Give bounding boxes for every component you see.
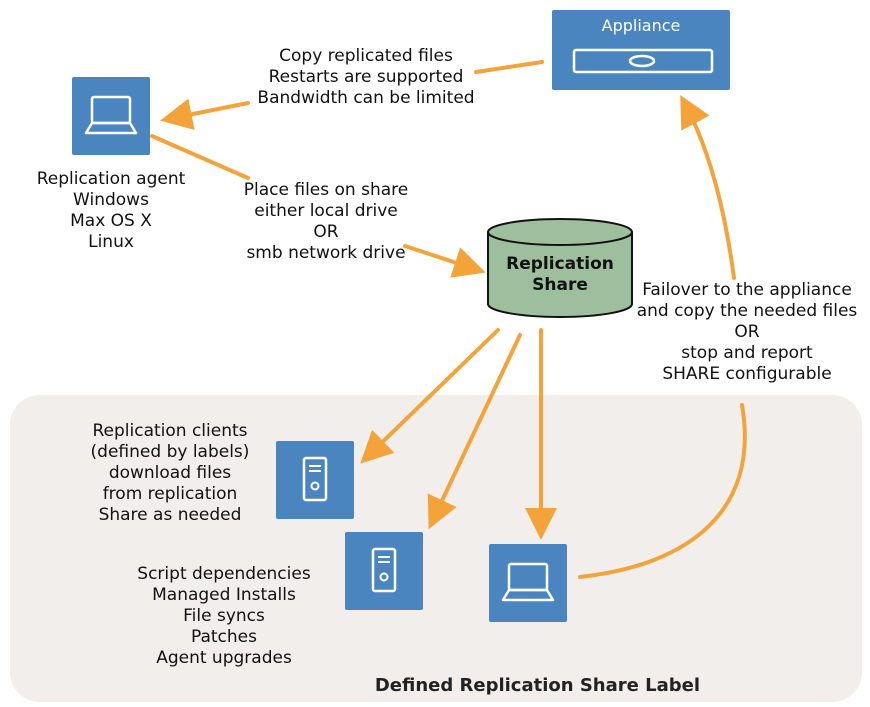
note-line: Place files on share <box>243 180 409 200</box>
arrow-failover-to-appliance <box>680 94 736 280</box>
script-dependencies-server-node[interactable] <box>345 532 423 610</box>
note-line: and copy the needed files <box>636 301 858 321</box>
note-line: either local drive <box>254 201 398 221</box>
defined-replication-share-region <box>10 395 862 702</box>
replication-clients-note: Replication clients (defined by labels) … <box>72 421 268 526</box>
laptop-icon <box>501 562 555 602</box>
note-line: Max OS X <box>70 211 152 231</box>
arrow-share-to-clients <box>360 328 500 464</box>
note-line: smb network drive <box>246 243 406 263</box>
place-files-note: Place files on share either local drive … <box>216 180 436 264</box>
note-line: Restarts are supported <box>268 67 464 87</box>
note-line: Replication agent <box>36 169 186 189</box>
arrow-share-to-server2 <box>427 333 522 530</box>
note-line: OR <box>313 222 339 242</box>
arrow-appliance-to-agent-head <box>160 98 250 130</box>
note-line: Failover to the appliance <box>642 280 852 300</box>
note-line: Bandwidth can be limited <box>257 88 475 108</box>
share-line: Share <box>532 275 588 295</box>
note-line: File syncs <box>183 606 265 626</box>
note-line: Copy replicated files <box>279 46 453 66</box>
server-icon <box>371 547 397 593</box>
cylinder-icon <box>487 218 633 318</box>
appliance-node[interactable]: Appliance <box>552 10 730 90</box>
script-dependencies-note: Script dependencies Managed Installs Fil… <box>122 564 326 669</box>
note-line: Windows <box>73 190 149 210</box>
note-line: from replication <box>102 484 238 504</box>
note-line: Agent upgrades <box>156 648 292 668</box>
line-agent-to-share-top <box>150 134 250 180</box>
failover-note: Failover to the appliance and copy the n… <box>630 280 864 385</box>
replication-client-server-node[interactable] <box>276 441 354 519</box>
note-line: Script dependencies <box>137 564 311 584</box>
appliance-title: Appliance <box>601 16 681 35</box>
line-laptop-to-failover <box>578 403 747 579</box>
replication-share-label: Replication Share <box>488 254 632 296</box>
note-line: (defined by labels) <box>90 442 250 462</box>
region-title: Defined Replication Share Label <box>374 675 700 696</box>
note-line: Linux <box>88 232 134 252</box>
note-line: download files <box>108 463 232 483</box>
share-line: Replication <box>506 254 614 274</box>
note-line: SHARE configurable <box>662 364 832 384</box>
note-line: Replication clients <box>92 421 248 441</box>
note-line: Managed Installs <box>152 585 296 605</box>
replication-agent-note: Replication agent Windows Max OS X Linux <box>16 169 206 253</box>
note-line: Share as needed <box>98 505 242 525</box>
note-line: Patches <box>190 627 257 647</box>
server-icon <box>302 456 328 502</box>
note-line: OR <box>734 322 760 342</box>
appliance-icon <box>572 48 714 74</box>
arrow-agent-to-share <box>403 244 486 278</box>
laptop-icon <box>84 95 138 135</box>
note-line: stop and report <box>681 343 813 363</box>
replication-agent-node[interactable] <box>72 77 150 155</box>
arrow-appliance-to-agent <box>474 60 544 74</box>
copy-replicated-files-note: Copy replicated files Restarts are suppo… <box>236 46 496 109</box>
replication-client-laptop-node[interactable] <box>489 544 567 622</box>
